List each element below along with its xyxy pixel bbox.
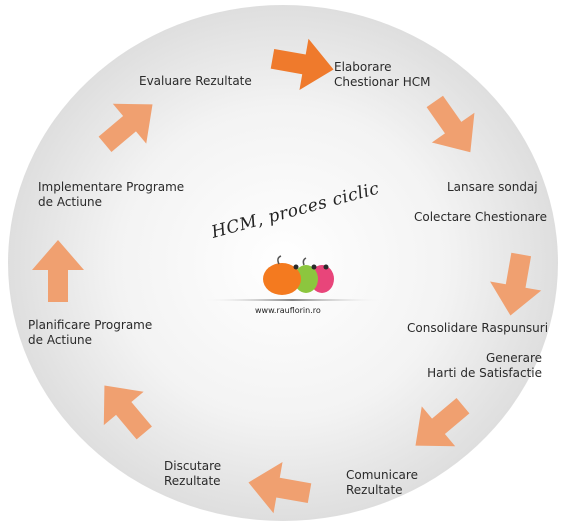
- step-label-line: Colectare Chestionare: [414, 210, 547, 224]
- step-label-line: Comunicare: [346, 468, 418, 482]
- background-circle: [8, 5, 558, 521]
- arrow-icon: [415, 398, 470, 447]
- arrow-icon: [426, 95, 475, 153]
- step-label-comunicare: Comunicare Rezultate: [346, 468, 418, 498]
- arrow-icon: [103, 385, 152, 440]
- step-label-line: Evaluare Rezultate: [139, 74, 252, 88]
- step-label-line: de Actiune: [38, 195, 103, 209]
- step-label-line: Planificare Programe: [28, 318, 153, 332]
- website-url: www.rauflorin.ro: [255, 306, 321, 315]
- step-label-line: Consolidare Raspunsuri: [407, 321, 549, 335]
- step-label-discutare: Discutare Rezultate: [164, 459, 221, 489]
- step-label-elaborare: Elaborare Chestionar HCM: [334, 60, 430, 90]
- step-label-line: Elaborare: [334, 60, 392, 74]
- step-label-line: Rezultate: [346, 483, 403, 497]
- step-label-lansare: Lansare sondaj: [447, 180, 538, 195]
- step-label-line: Generare: [485, 351, 542, 365]
- arrow-icon: [32, 240, 84, 302]
- arrow-icon: [98, 103, 153, 152]
- arrow-icon: [270, 38, 334, 90]
- step-label-planificare: Planificare Programe de Actiune: [28, 318, 152, 348]
- fruit-logo-icon: [263, 255, 334, 295]
- step-label-colectare: Colectare Chestionare: [414, 210, 547, 225]
- step-label-line: Lansare sondaj: [447, 180, 538, 194]
- step-label-consolidare: Consolidare Raspunsuri: [407, 321, 548, 336]
- arrow-icon: [490, 252, 542, 316]
- step-label-evaluare: Evaluare Rezultate: [139, 74, 252, 89]
- step-label-line: Harti de Satisfactie: [427, 366, 542, 380]
- step-label-line: de Actiune: [28, 333, 93, 347]
- arrow-icon: [248, 462, 312, 514]
- step-label-implementare: Implementare Programe de Actiune: [38, 180, 184, 210]
- divider-line: [200, 299, 385, 301]
- step-label-generare: Generare Harti de Satisfactie: [426, 351, 542, 381]
- step-label-line: Implementare Programe: [38, 180, 185, 194]
- step-label-line: Rezultate: [164, 474, 221, 488]
- step-label-line: Chestionar HCM: [334, 75, 431, 89]
- step-label-line: Discutare: [164, 459, 222, 473]
